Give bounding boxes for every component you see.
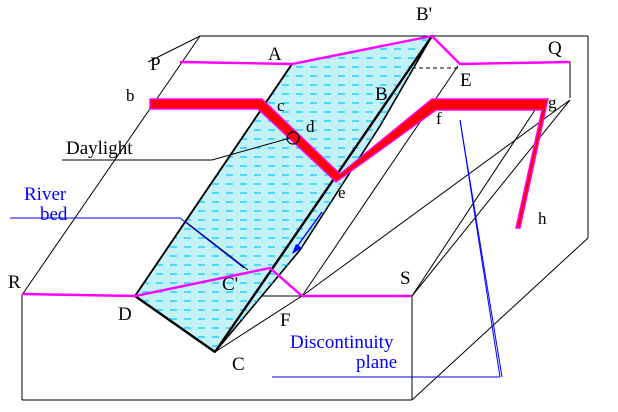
label-C-prime: C' bbox=[222, 274, 238, 295]
label-g: g bbox=[548, 93, 557, 112]
label-d: d bbox=[306, 117, 315, 136]
label-F: F bbox=[280, 310, 291, 331]
slip-arrow bbox=[292, 211, 323, 254]
annotations: Daylight River bed Discontinuity plane bbox=[24, 138, 397, 373]
label-h: h bbox=[538, 209, 547, 228]
label-B-prime: B' bbox=[416, 4, 432, 25]
annotation-daylight: Daylight bbox=[66, 138, 133, 159]
label-b: b bbox=[126, 86, 135, 105]
label-e: e bbox=[338, 183, 346, 202]
red-bed bbox=[149, 98, 549, 229]
label-C: C bbox=[232, 354, 245, 375]
label-D: D bbox=[118, 304, 132, 325]
discontinuity-plane bbox=[133, 34, 434, 354]
label-Q: Q bbox=[548, 38, 562, 59]
point-labels: P A B' Q E B b c d e f g h R S C' D F C bbox=[8, 4, 562, 375]
label-R: R bbox=[8, 272, 21, 293]
label-A: A bbox=[268, 44, 282, 65]
label-P: P bbox=[150, 54, 161, 75]
label-S: S bbox=[400, 268, 411, 289]
annotation-plane: plane bbox=[356, 352, 397, 373]
label-c: c bbox=[277, 96, 285, 115]
annotation-discontinuity: Discontinuity bbox=[290, 332, 394, 353]
daylight-point bbox=[286, 131, 300, 145]
label-B: B bbox=[375, 84, 388, 105]
annotation-bed: bed bbox=[40, 204, 68, 225]
annotation-river: River bbox=[24, 184, 67, 205]
label-f: f bbox=[436, 109, 442, 128]
leader-lines bbox=[10, 119, 503, 378]
label-E: E bbox=[460, 70, 472, 91]
